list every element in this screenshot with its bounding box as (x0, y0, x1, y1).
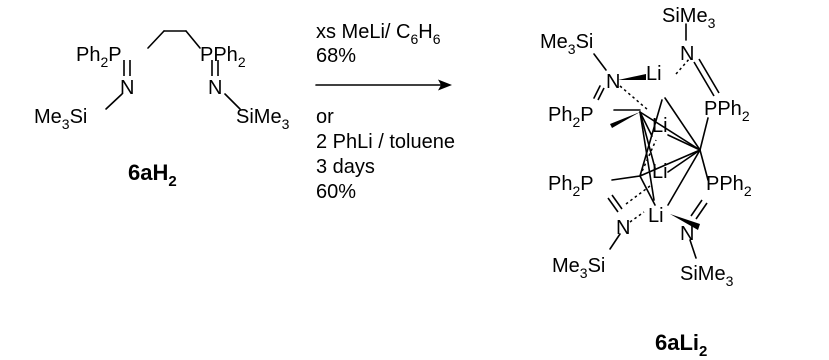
bond-cage-c2-li4 (667, 149, 701, 206)
bond-cage-c2-p2 (699, 117, 709, 151)
bond-cage-c2-li1 (664, 97, 701, 151)
bond-n1-p1 (593, 85, 601, 99)
atom-p3: Ph2P (548, 173, 594, 199)
atom-n2: N (680, 43, 694, 65)
bond-ch2-p-right (185, 30, 201, 49)
bond-n2-p2-b (698, 58, 720, 94)
bond-cage-c3-li4 (639, 175, 656, 206)
atom-p2: PPh2 (704, 98, 750, 124)
reactant-structure: Ph2P PPh2 N N Me3Si SiMe3 6aH2 (34, 30, 290, 190)
bond-n1-li2-dash (619, 85, 649, 111)
condition-line-4: 2 PhLi / toluene (316, 131, 455, 153)
bond-cage-c1-li3 (639, 111, 656, 169)
condition-line-1: xs MeLi/ C6H6 (316, 21, 441, 47)
reaction-arrowhead (438, 79, 452, 91)
atom-p-right: PPh2 (200, 44, 246, 70)
bond-cage-c1-li4 (639, 111, 655, 201)
condition-line-3: or (316, 106, 334, 128)
bond-cage-c1-li2 (639, 111, 653, 137)
atom-n-left: N (120, 77, 134, 99)
atom-si-left: Me3Si (34, 106, 87, 132)
bond-n2-li1-dash (675, 57, 691, 75)
bond-cage-c3-c2 (639, 149, 701, 177)
bond-cage-c1-c2 (639, 111, 701, 151)
atom-si-top-left: Me3Si (540, 31, 593, 57)
bond-p4-n4-b (695, 202, 708, 220)
bond-n3-li4-dash (629, 211, 645, 223)
atom-n3: N (616, 217, 630, 239)
bond-cage-c2-li2 (667, 134, 701, 151)
condition-line-2: 68% (316, 45, 356, 67)
bond-p4-n4-a (690, 199, 703, 217)
atom-n-right: N (208, 77, 222, 99)
atom-li3: Li (652, 161, 668, 183)
atom-si-right: SiMe3 (236, 106, 290, 132)
atom-n1: N (606, 71, 620, 93)
compound-label-reactant: 6aH2 (128, 160, 177, 190)
bond-n-si-left (105, 93, 123, 110)
condition-line-5: 3 days (316, 156, 375, 178)
bond-n1-p1-b (597, 87, 605, 101)
atom-li4: Li (648, 205, 664, 227)
bond-n2-p2-a (693, 61, 715, 97)
bond-cage-c3-li1 (639, 99, 663, 177)
atom-si-top-right: SiMe3 (662, 5, 716, 31)
bond-p3-n3-a (607, 197, 619, 213)
reaction-conditions: xs MeLi/ C6H6 68% or 2 PhLi / toluene 3 … (315, 21, 455, 203)
atom-si-bottom-left: Me3Si (552, 255, 605, 281)
bond-cage-c3-p3 (611, 175, 641, 181)
condition-line-6: 60% (316, 181, 356, 203)
bond-n4-si4 (689, 239, 697, 259)
atom-n4: N (680, 223, 694, 245)
atom-p4: PPh2 (706, 173, 752, 199)
atom-p1: Ph2P (548, 104, 594, 130)
bond-cage-c2-li3 (667, 149, 701, 173)
compound-label-product: 6aLi2 (655, 330, 707, 360)
product-structure: Me3Si SiMe3 N N Li Li Li Li Ph2P PPh2 Ph… (540, 5, 752, 360)
bond-n1-li1-wedge (618, 74, 646, 80)
atom-si-bottom-right: SiMe3 (680, 263, 734, 289)
atom-li2: Li (652, 115, 668, 137)
bond-cage-c3-li2 (639, 139, 657, 177)
atom-p-left: Ph2P (76, 44, 122, 70)
atom-li1: Li (646, 63, 662, 85)
bond-cage-c2-p4 (699, 149, 709, 181)
bond-p-ch2-left (147, 30, 165, 49)
bond-n3-si3 (609, 233, 621, 250)
bond-p3-n3-b (611, 194, 623, 210)
bond-n4-li4-wedge (670, 214, 700, 230)
bond-cage-wedge-c1-p3 (610, 112, 640, 128)
bond-n-si-right (224, 93, 241, 110)
bond-si1-n1 (593, 53, 607, 71)
